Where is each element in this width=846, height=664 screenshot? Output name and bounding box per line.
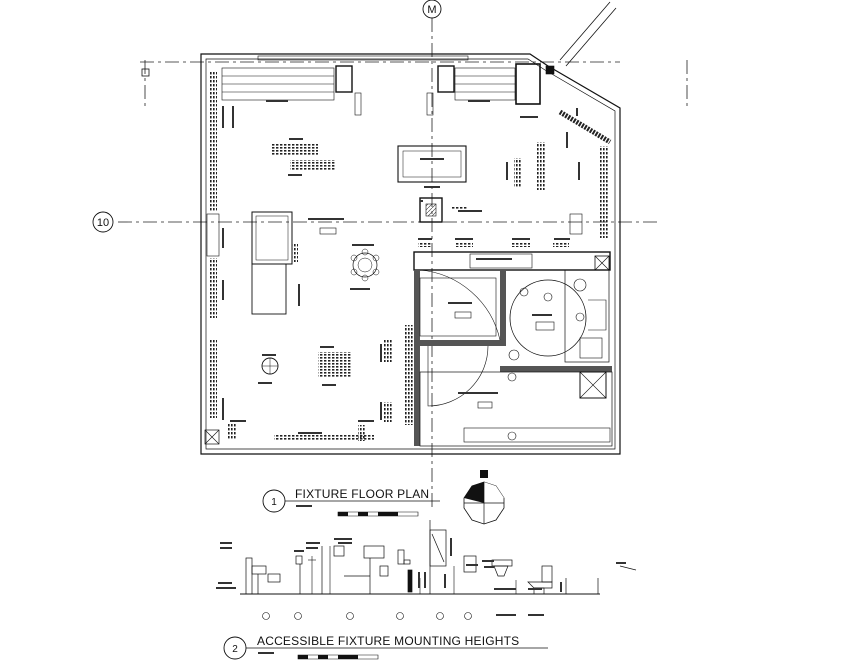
left-wall-fixtures (204, 72, 220, 445)
north-arrow (463, 470, 505, 525)
right-wall-fixtures (514, 109, 612, 238)
grid-label-10: 10 (97, 217, 109, 229)
plan-title: FIXTURE FLOOR PLAN (295, 487, 429, 501)
fitting-room-block (413, 251, 613, 447)
plan-title-block: 1 FIXTURE FLOOR PLAN (262, 487, 440, 517)
back-room-tags (448, 258, 552, 394)
heights-title: ACCESSIBLE FIXTURE MOUNTING HEIGHTS (257, 634, 519, 648)
elevation-markers (262, 612, 472, 620)
elevation-dimension-ticks (308, 546, 517, 594)
window-wall-fixtures (221, 63, 555, 116)
elevation-notes (216, 538, 626, 616)
grid-bubble-m: M (422, 0, 442, 19)
grid-bubble-10: 10 (92, 211, 114, 233)
heights-title-block: 2 ACCESSIBLE FIXTURE MOUNTING HEIGHTS (223, 634, 548, 660)
column-marker (141, 68, 150, 77)
angled-grid-line (559, 1, 611, 61)
fixture-tags (222, 100, 580, 434)
building-outline (200, 53, 621, 455)
floor-fixtures (228, 144, 569, 441)
heights-title-number: 2 (232, 644, 238, 655)
mounting-height-elevations (240, 520, 637, 595)
grid-label-m: M (427, 4, 436, 16)
grid-lines (118, 18, 688, 510)
plan-title-number: 1 (271, 497, 277, 508)
